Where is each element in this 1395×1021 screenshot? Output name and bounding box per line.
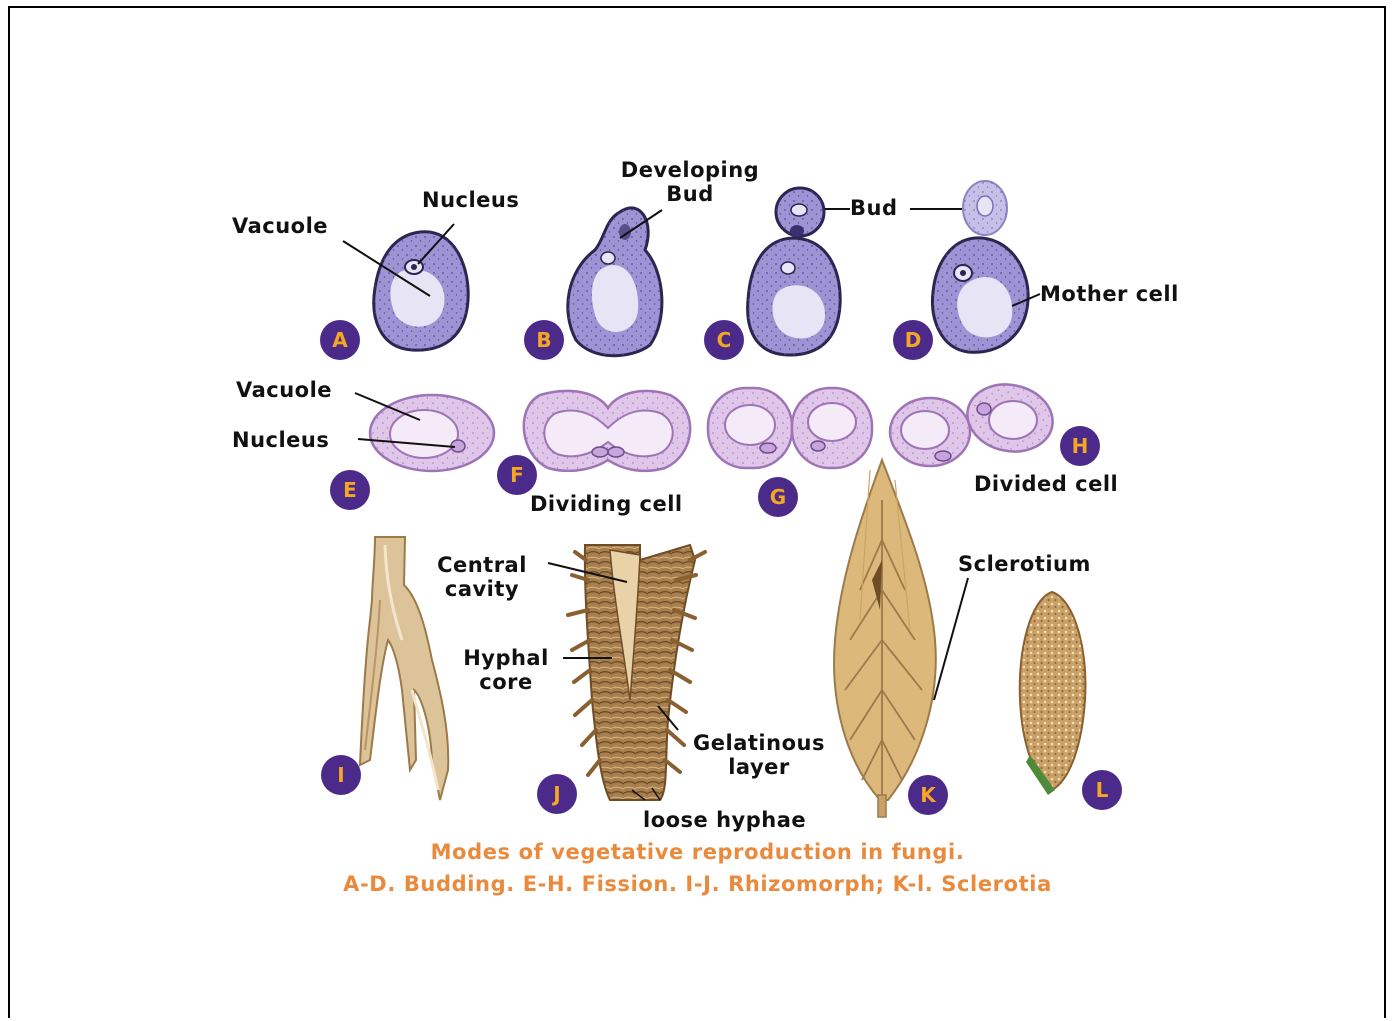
badge-g: G [758, 477, 798, 517]
cell-g [708, 388, 872, 468]
label-hyphal-core: Hyphal core [446, 646, 566, 694]
label-mother-cell: Mother cell [1040, 282, 1179, 306]
cell-e [355, 393, 494, 471]
label-bud: Bud [850, 196, 898, 220]
ergot-k [834, 460, 968, 817]
badge-h: H [1060, 426, 1100, 466]
cell-c [748, 188, 850, 355]
badge-l: L [1082, 770, 1122, 810]
cell-h [890, 377, 1059, 466]
label-vacuole-mid: Vacuole [236, 378, 332, 402]
label-divided-cell: Divided cell [974, 472, 1118, 496]
badge-f: F [497, 455, 537, 495]
label-nucleus-top: Nucleus [422, 188, 519, 212]
label-nucleus-mid: Nucleus [232, 428, 329, 452]
badge-b: B [524, 320, 564, 360]
caption-line-2: A-D. Budding. E-H. Fission. I-J. Rhizomo… [0, 872, 1395, 896]
badge-d: D [893, 320, 933, 360]
caption-line-1: Modes of vegetative reproduction in fung… [0, 840, 1395, 864]
badge-e: E [330, 470, 370, 510]
label-gelatinous-layer: Gelatinous layer [676, 731, 842, 779]
badge-j: J [537, 774, 577, 814]
label-dividing-cell: Dividing cell [530, 492, 683, 516]
cell-d [910, 181, 1040, 352]
sclerotium-l [1020, 592, 1086, 795]
cell-f [524, 391, 690, 471]
badge-k: K [908, 775, 948, 815]
cell-a [343, 224, 468, 350]
label-developing-bud: Developing Bud [600, 158, 780, 206]
label-loose-hyphae: loose hyphae [643, 808, 806, 832]
badge-c: C [704, 320, 744, 360]
cell-b [568, 208, 662, 356]
badge-i: I [321, 755, 361, 795]
label-central-cavity: Central cavity [420, 553, 544, 601]
label-vacuole-top: Vacuole [232, 214, 328, 238]
badge-a: A [320, 320, 360, 360]
label-sclerotium: Sclerotium [958, 552, 1091, 576]
